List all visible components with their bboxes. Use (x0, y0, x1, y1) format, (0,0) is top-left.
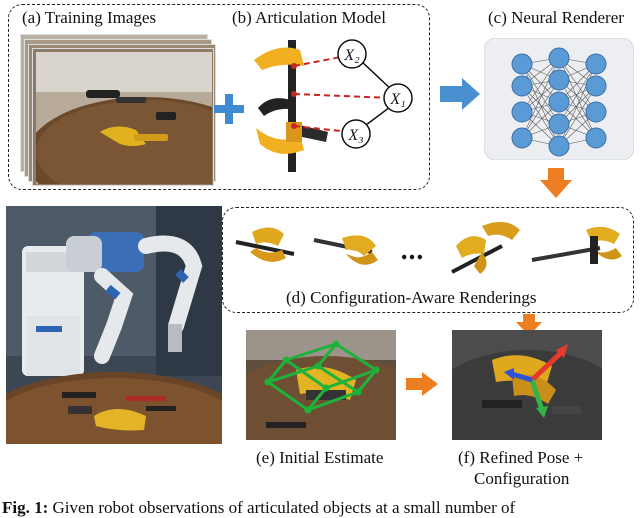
arrow-down-2 (516, 314, 542, 336)
nn-neuron (548, 47, 570, 69)
node-x3-label: X₃ (347, 127, 363, 144)
nn-neuron (511, 53, 533, 75)
panel-b-label: (b) Articulation Model (232, 8, 386, 27)
panel-a-label: (a) Training Images (22, 8, 157, 27)
nn-edge (558, 85, 597, 147)
training-images-stack (12, 34, 216, 186)
arrow-right (406, 372, 438, 396)
nn-edge (558, 79, 597, 139)
node-x3 (341, 119, 371, 149)
nn-edge (521, 85, 560, 147)
nn-neuron (585, 53, 607, 75)
caption-text: Given robot observations of articulated … (52, 498, 516, 517)
nn-edge (558, 57, 597, 113)
nn-neuron (585, 127, 607, 149)
renderings-ellipsis: … (400, 236, 424, 265)
rendering-4 (531, 226, 622, 264)
node-x2-label: X₂ (343, 47, 360, 64)
nn-edge (521, 57, 560, 113)
nn-edge (558, 63, 597, 125)
figure-caption: Fig. 1: Given robot observations of arti… (2, 498, 640, 518)
plus-icon (214, 94, 244, 124)
nn-neuron (511, 101, 533, 123)
link-x1 (293, 93, 393, 99)
rendering-1 (235, 227, 295, 262)
node-x2 (337, 39, 367, 69)
training-image-front (36, 52, 212, 184)
rendering-3 (451, 221, 520, 274)
panel-f-label-line1: (f) Refined Pose + (458, 448, 584, 467)
caption-label: Fig. 1: (2, 498, 49, 517)
nn-neuron (585, 101, 607, 123)
nn-neuron (548, 91, 570, 113)
link-x2 (293, 55, 347, 67)
nn-neuron (548, 113, 570, 135)
articulation-model-diagram: X₂ X₁ X₃ (254, 39, 413, 172)
nn-neuron (511, 127, 533, 149)
nn-neuron (548, 135, 570, 157)
nn-edge (558, 57, 597, 139)
nn-neuron (548, 69, 570, 91)
panel-e-label: (e) Initial Estimate (256, 448, 384, 467)
nn-edge (521, 79, 560, 139)
renderings-group (222, 207, 634, 313)
neural-renderer-diagram (484, 38, 634, 160)
nn-neuron (511, 75, 533, 97)
initial-estimate-image (246, 330, 396, 440)
nn-neuron (585, 75, 607, 97)
arrow-to-renderer (440, 78, 480, 110)
training-articulation-group (8, 4, 430, 190)
robot-photo (6, 206, 222, 444)
panel-f-label-line2: Configuration (474, 469, 570, 488)
arrow-down-1 (540, 168, 572, 198)
node-x1 (383, 83, 413, 113)
panel-c-label: (c) Neural Renderer (488, 8, 624, 27)
axis-blue (511, 371, 533, 383)
panel-d-label: (d) Configuration-Aware Renderings (286, 288, 537, 307)
clamp-drawing (254, 40, 328, 172)
refined-pose-image (452, 330, 602, 440)
axis-green (529, 379, 545, 411)
node-x1-label: X₁ (389, 91, 405, 108)
rendering-2 (313, 235, 378, 265)
nn-edge (521, 57, 560, 139)
axis-red (530, 348, 566, 382)
